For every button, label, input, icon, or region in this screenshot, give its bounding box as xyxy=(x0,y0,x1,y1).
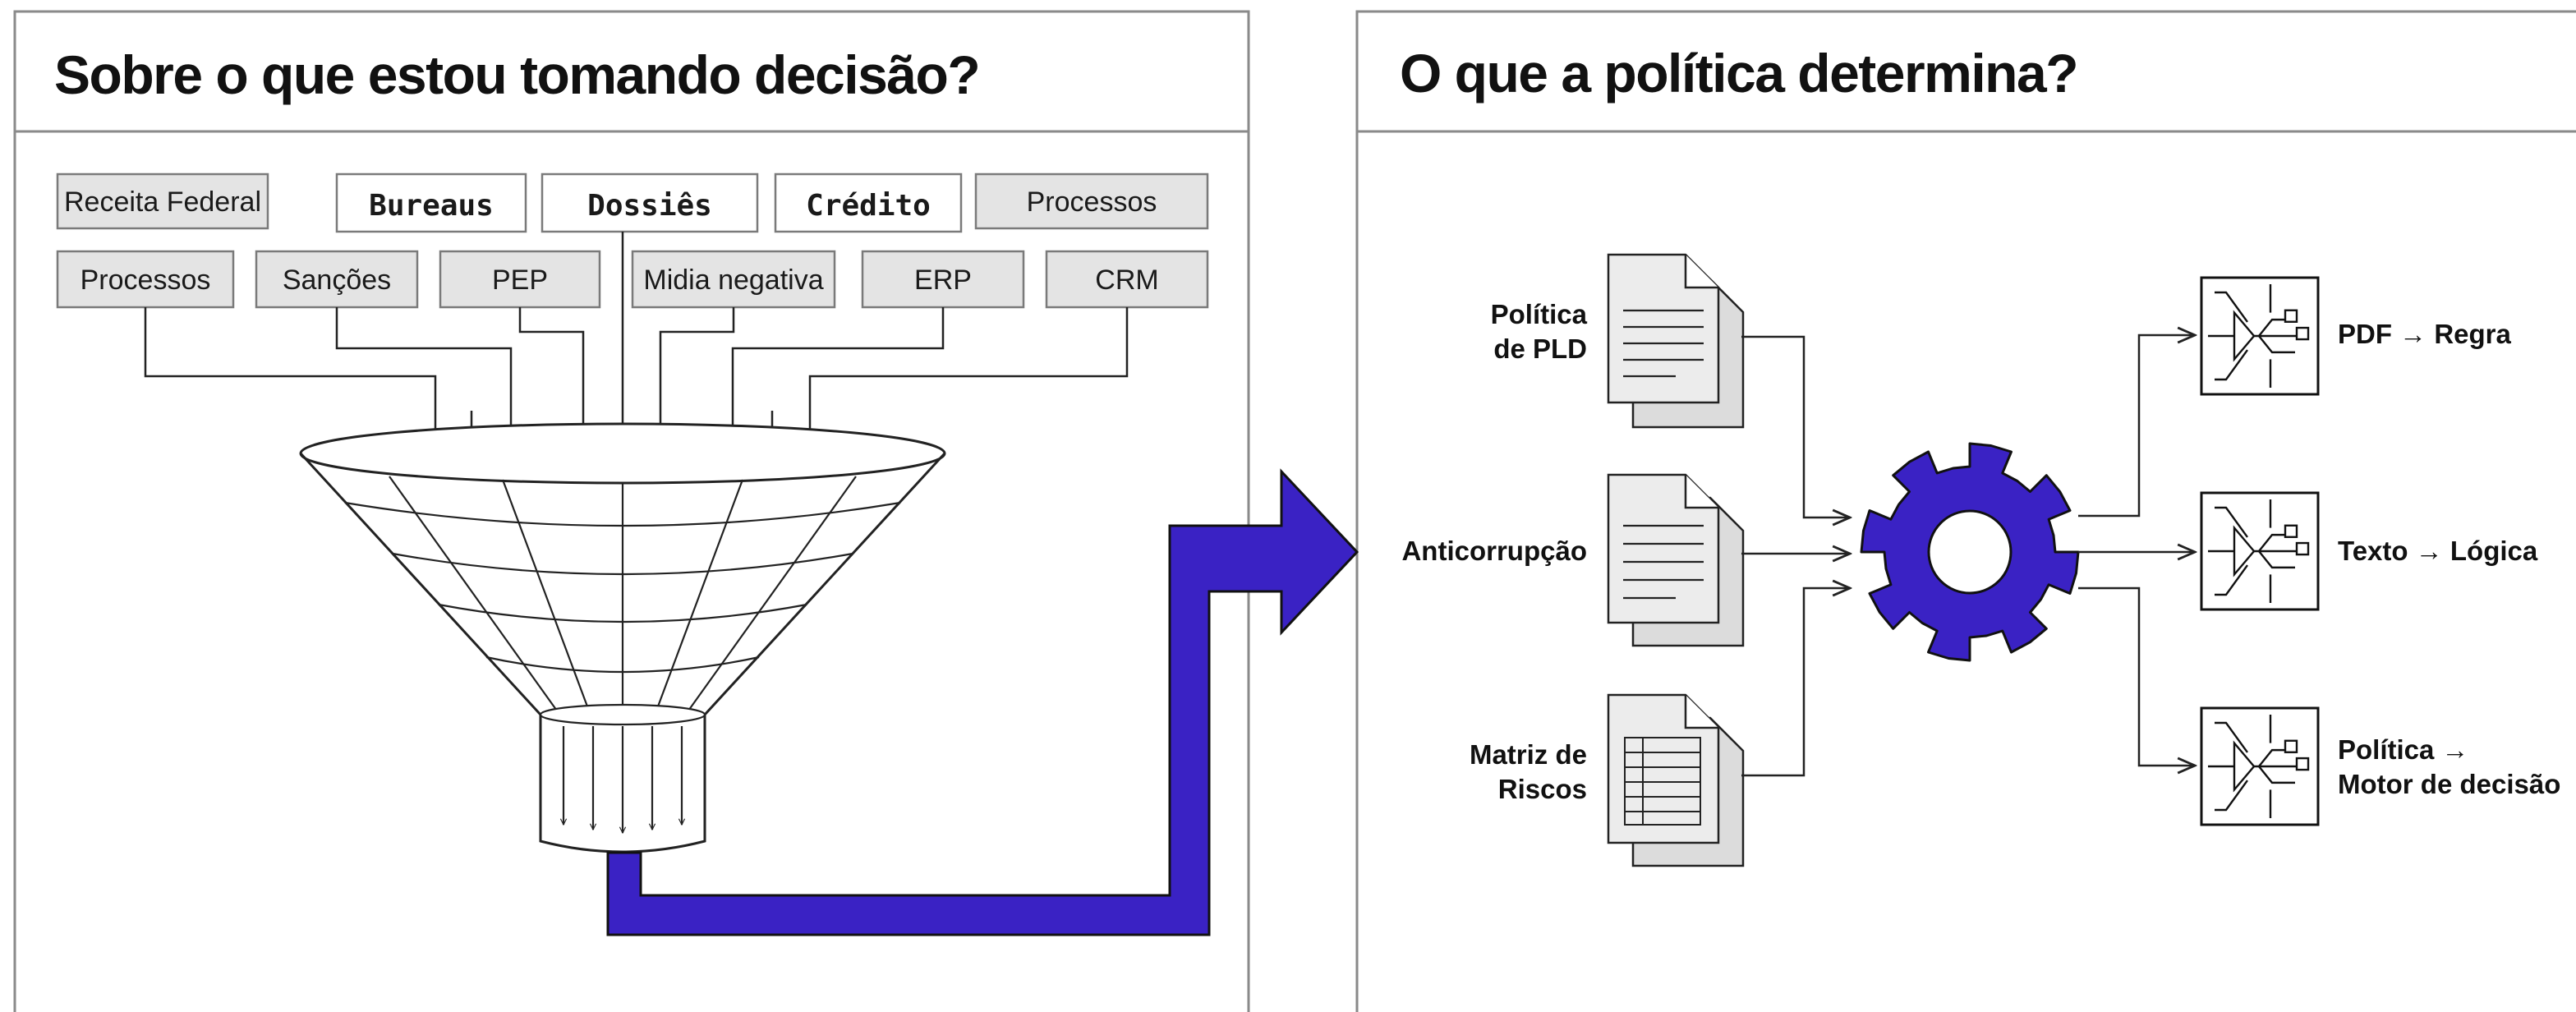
source-tag-label: PEP xyxy=(492,264,548,296)
output-connectors xyxy=(2078,335,2195,766)
document-label: de PLD xyxy=(1493,334,1587,364)
source-tag[interactable]: PEP xyxy=(439,250,601,309)
document-label: Anticorrupção xyxy=(1401,536,1587,566)
left-panel-title: Sobre o que estou tomando decisão? xyxy=(54,44,979,105)
document-connectors xyxy=(1741,335,1850,777)
circuit-part xyxy=(2215,780,2248,812)
output-labels: PDF → Regra Texto → Lógica Política → Mo… xyxy=(2338,319,2560,799)
output-label: Política → xyxy=(2338,734,2469,765)
source-tag[interactable]: Dossiês xyxy=(540,172,759,233)
source-tag[interactable]: Midia negativa xyxy=(631,250,836,309)
spout-arrows xyxy=(564,726,682,833)
source-tag-label: Receita Federal xyxy=(64,186,261,218)
circuit-icon xyxy=(2200,491,2320,611)
arrow-right-icon xyxy=(606,468,1359,936)
circuit-part xyxy=(2258,550,2295,569)
document-label: Política xyxy=(1491,299,1588,329)
source-tag[interactable]: ERP xyxy=(861,250,1025,309)
right-panel-title: O que a política determina? xyxy=(1400,43,2077,104)
circuit-part xyxy=(2295,326,2310,341)
source-tag-label: Sanções xyxy=(283,264,391,296)
circuit-part xyxy=(2215,291,2248,323)
circuit-part xyxy=(2215,349,2248,381)
document-label: Riscos xyxy=(1498,774,1587,804)
circuit-icon xyxy=(2200,276,2320,396)
source-tag-label: Crédito xyxy=(806,189,931,223)
document-labels: Política de PLD Anticorrupção Matriz de … xyxy=(1401,299,1587,804)
circuit-part xyxy=(2215,564,2248,596)
source-tag[interactable]: Processos xyxy=(56,250,235,309)
source-tag[interactable]: CRM xyxy=(1045,250,1209,309)
source-tag-label: ERP xyxy=(914,264,972,296)
source-tag-label: Bureaus xyxy=(369,189,494,223)
gear-hole xyxy=(1927,509,2012,595)
source-tag-label: Midia negativa xyxy=(643,264,823,296)
circuit-part xyxy=(2295,541,2310,556)
circuit-part xyxy=(2295,757,2310,771)
output-label: Motor de decisão xyxy=(2338,769,2560,799)
document-icon xyxy=(1607,253,1745,429)
document-icon xyxy=(1607,473,1745,647)
source-tag-label: Processos xyxy=(80,264,211,296)
source-tag[interactable]: Receita Federal xyxy=(56,172,269,230)
source-connectors xyxy=(144,232,1129,467)
document-label: Matriz de xyxy=(1470,739,1587,770)
spreadsheet-document-icon xyxy=(1607,693,1745,867)
source-tag[interactable]: Bureaus xyxy=(335,172,527,233)
output-label: PDF → Regra xyxy=(2338,319,2512,349)
source-tag-label: Dossiês xyxy=(587,189,712,223)
circuit-part xyxy=(2215,721,2248,753)
source-tag[interactable]: Crédito xyxy=(774,172,963,233)
circuit-part xyxy=(2284,309,2298,323)
source-tag-label: Processos xyxy=(1027,186,1157,218)
right-panel: O que a política determina? xyxy=(1355,10,2576,1012)
circuit-part xyxy=(2233,310,2256,362)
source-tags-row-1: Receita Federal Bureaus Dossiês Crédito … xyxy=(56,172,1209,233)
source-tag[interactable]: Processos xyxy=(974,172,1209,230)
circuit-part xyxy=(2258,766,2295,784)
source-tag[interactable]: Sanções xyxy=(255,250,419,309)
circuit-part xyxy=(2233,740,2256,793)
circuit-part xyxy=(2284,524,2298,538)
circuit-part xyxy=(2215,506,2248,538)
source-tags-row-2: Processos Sanções PEP Midia negativa ERP… xyxy=(56,250,1209,309)
source-tag-label: CRM xyxy=(1095,264,1158,296)
circuit-part xyxy=(2258,335,2295,354)
circuit-icon xyxy=(2200,706,2320,826)
circuit-part xyxy=(2284,739,2298,753)
output-label: Texto → Lógica xyxy=(2338,536,2538,566)
circuit-part xyxy=(2233,525,2256,577)
gear-icon xyxy=(1860,442,2080,662)
left-panel: Sobre o que estou tomando decisão? Recei… xyxy=(13,10,1250,1012)
